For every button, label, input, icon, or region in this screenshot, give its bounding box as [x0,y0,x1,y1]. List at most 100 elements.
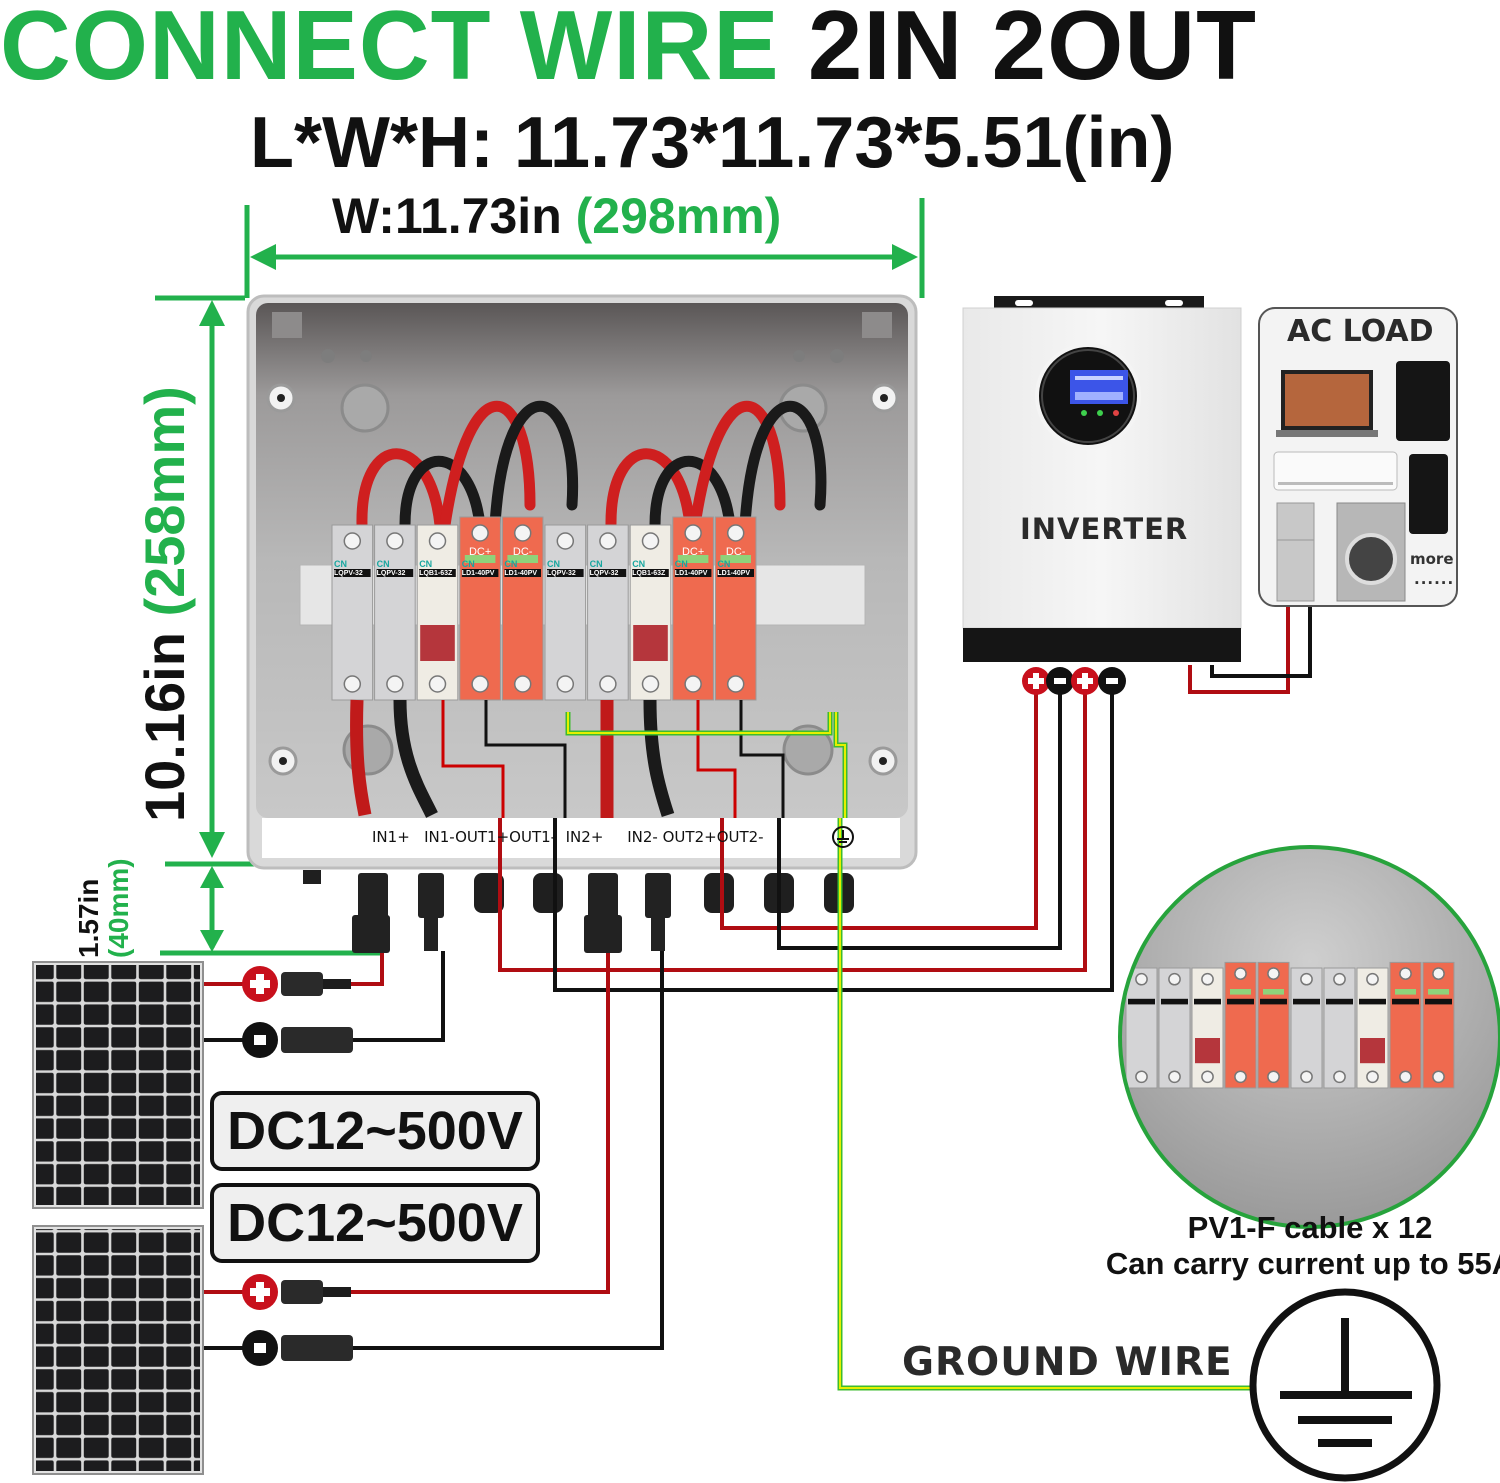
module-spd [1389,961,1422,1089]
dimensions-label: L*W*H: 11.73*11.73*5.51(in) [250,103,1175,183]
mc4-negative-1 [242,1022,353,1058]
terminal-out2-plus: OUT2+ [662,828,717,846]
external-wiring [200,607,1312,1391]
inverter-label: INVERTER [1020,512,1189,546]
module-polarity-label: DC- [726,546,746,558]
solar-panel-1 [32,961,204,1209]
width-inches: W:11.73in [332,188,562,244]
washing-machine-icon [1336,502,1406,602]
ground-wire-label: GROUND WIRE [902,1340,1233,1385]
height-inches: 10.16in [133,632,196,822]
inverter-terminals [1022,667,1126,695]
width-dimension-arrow [244,198,925,298]
module-brand-label: CN [504,559,517,569]
mc4-positive-1 [242,966,351,1002]
module-fuse [1158,967,1191,1089]
module-model-label: LQPV-32 [547,570,576,577]
breaker-modules: LQPV-32CNLQPV-32CNLQB1-63ZCNLD1-40PVCNDC… [331,516,757,701]
gland-mm: (40mm) [103,858,134,958]
module-brand-label: CN [547,559,560,569]
module-brand-label: CN [675,559,688,569]
module-fuse [1125,967,1158,1089]
terminal-in1-plus: IN1+ [372,828,410,846]
title-black: 2IN 2OUT [807,0,1257,100]
module-brand-label: CN [419,559,432,569]
height-mm: (258mm) [133,386,196,617]
module-brand-label: CN [334,559,347,569]
module-fuse [1290,967,1323,1089]
module-polarity-label: DC+ [469,546,491,558]
terminal-label-strip [262,818,900,858]
height-dimension-arrow [155,295,255,867]
ac-load-panel [1258,307,1458,607]
inverter [962,296,1242,662]
module-model-label: LQPV-32 [334,570,363,577]
module-polarity-label: DC- [513,546,533,558]
module-spd [1422,961,1455,1089]
mc4-positive-2 [242,1274,351,1310]
terminal-in2-minus: IN2- [627,828,658,846]
module-model-label: LD1-40PV [504,570,537,577]
terminal-out2-minus: OUT2- [716,828,764,846]
page-title: CONNECT WIRE 2IN 2OUT [0,0,1500,104]
gland-dimension-arrow [160,866,380,956]
cable-caption: PV1-F cable x 12 Can carry current up to… [1100,1210,1500,1282]
width-mm: (298mm) [575,188,782,244]
more-ellipsis: ...... [1414,570,1455,588]
module-model-label: LQPV-32 [377,570,406,577]
dc-voltage-badge-1: DC12~500V [210,1091,540,1171]
module-model-label: LD1-40PV [717,570,750,577]
terminal-out1-minus: OUT1- [509,828,557,846]
terminal-out1-plus: OUT1+ [455,828,510,846]
gland-inches: 1.57in [73,878,104,958]
module-model-label: LQB1-63Z [419,570,453,577]
air-conditioner-icon [1273,451,1398,491]
ac-load-title: AC LOAD [1287,314,1434,349]
refrigerator-icon [1276,502,1315,602]
smartphone-icon [1409,454,1448,534]
solar-panel-2 [32,1225,204,1475]
module-model-label: LQB1-63Z [632,570,666,577]
module-model-label: LQPV-32 [590,570,619,577]
tablet-icon [1396,361,1450,441]
module-brand-label: CN [462,559,475,569]
module-polarity-label: DC+ [682,546,704,558]
laptop-icon [1276,370,1378,437]
width-label: W:11.73in (298mm) [332,186,781,246]
module-spd [1224,961,1257,1089]
module-brand-label: CN [377,559,390,569]
module-spd [1257,961,1290,1089]
mc4-negative-2 [242,1330,353,1366]
gland-label: 1.57in (40mm) [73,858,134,958]
cable-detail-zoom [1118,845,1500,1229]
dc-voltage-badge-2: DC12~500V [210,1183,540,1263]
module-brand-label: CN [632,559,645,569]
terminal-in1-minus: IN1- [424,828,456,846]
terminal-ground-icon [832,826,854,848]
cable-glands [303,870,854,953]
ground-symbol-icon [1249,1288,1441,1482]
more-label: more [1410,550,1454,568]
module-model-label: LD1-40PV [675,570,708,577]
height-label: 10.16in (258mm) [132,386,197,822]
module-breaker [1356,967,1389,1089]
module-fuse [1323,967,1356,1089]
internal-wiring [350,699,848,818]
terminal-labels: IN1+ IN1-OUT1+OUT1- IN2+ IN2- OUT2+OUT2- [372,828,764,846]
title-green: CONNECT WIRE [0,0,780,100]
module-brand-label: CN [717,559,730,569]
mounting-post [266,349,899,776]
module-breaker [1191,967,1224,1089]
module-model-label: LD1-40PV [462,570,495,577]
